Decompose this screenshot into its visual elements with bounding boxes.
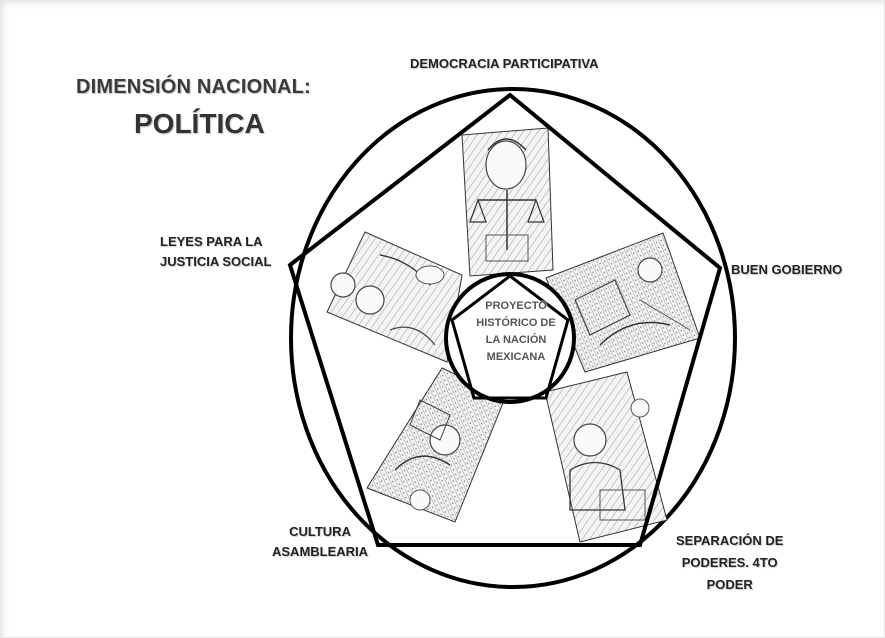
label-democracia-text: DEMOCRACIA PARTICIPATIVA	[410, 56, 599, 71]
panel-right-illustration	[545, 232, 701, 373]
inner-pentagon	[450, 274, 570, 400]
panel-top-illustration	[461, 127, 554, 277]
label-buen-gobierno: BUEN GOBIERNO	[731, 260, 842, 280]
inner-circle	[444, 272, 576, 404]
center-line4: MEXICANA	[486, 351, 546, 363]
label-cultura-line1: CULTURA	[289, 524, 351, 539]
label-leyes-line2: JUSTICIA SOCIAL	[160, 254, 272, 269]
label-cultura-line2: ASAMBLEARIA	[272, 544, 369, 559]
label-leyes-line1: LEYES PARA LA	[160, 234, 263, 249]
label-separacion: SEPARACIÓN DE PODERES. 4TO PODER	[676, 530, 783, 596]
panel-left-illustration	[326, 231, 463, 363]
title-politica: POLÍTICA	[134, 108, 265, 139]
panel-bottom-left-illustration	[366, 367, 506, 523]
label-cultura: CULTURA ASAMBLEARIA	[272, 522, 368, 562]
outer-circle	[289, 87, 737, 589]
center-line1: PROYECTO	[485, 300, 547, 312]
center-label: PROYECTO HISTÓRICO DE LA NACIÓN MEXICANA	[466, 298, 566, 366]
outer-pentagon	[287, 92, 723, 547]
center-line3: LA NACIÓN	[485, 334, 547, 346]
illustration-panels	[326, 127, 701, 543]
label-leyes: LEYES PARA LA JUSTICIA SOCIAL	[160, 232, 271, 272]
title-dimension: DIMENSIÓN NACIONAL:	[76, 76, 311, 98]
center-line2: HISTÓRICO DE	[476, 317, 556, 329]
panel-bottom-right-illustration	[544, 371, 668, 543]
label-democracia: DEMOCRACIA PARTICIPATIVA	[410, 54, 599, 74]
label-separacion-line3: PODER	[706, 577, 753, 592]
label-separacion-line1: SEPARACIÓN DE	[676, 533, 784, 548]
label-buen-gobierno-text: BUEN GOBIERNO	[731, 262, 843, 277]
label-separacion-line2: PODERES. 4TO	[681, 555, 778, 570]
